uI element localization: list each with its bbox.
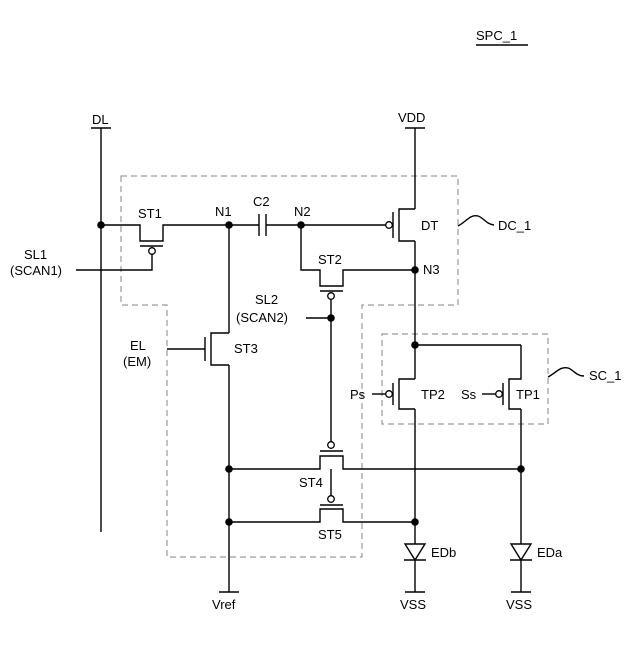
eda-label: EDa bbox=[537, 545, 563, 560]
st2-label: ST2 bbox=[318, 252, 342, 267]
c2-label: C2 bbox=[253, 194, 270, 209]
junction-st5-left bbox=[225, 518, 233, 526]
em-label: (EM) bbox=[123, 354, 151, 369]
edb-diode bbox=[405, 544, 425, 560]
junction-n2 bbox=[297, 221, 305, 229]
edb-label: EDb bbox=[431, 545, 456, 560]
tp1-label: TP1 bbox=[516, 387, 540, 402]
scan1-label: (SCAN1) bbox=[10, 263, 62, 278]
st2-gate-bubble bbox=[328, 293, 335, 300]
dc-1-label: DC_1 bbox=[498, 218, 531, 233]
st5-wire bbox=[229, 509, 415, 522]
st1-gate-bubble bbox=[149, 248, 156, 255]
dt-gate-bubble bbox=[386, 222, 393, 229]
junction-n3 bbox=[411, 266, 419, 274]
ps-label: Ps bbox=[350, 387, 366, 402]
dt-channel bbox=[399, 209, 415, 241]
scan2-label: (SCAN2) bbox=[236, 310, 288, 325]
dl-label: DL bbox=[92, 112, 109, 127]
junction-st4-left bbox=[225, 465, 233, 473]
tp2-gate-bubble bbox=[386, 391, 393, 398]
dc-1-boundary bbox=[121, 176, 458, 557]
eda-diode bbox=[511, 544, 531, 560]
sc-1-label: SC_1 bbox=[589, 368, 622, 383]
n2-label: N2 bbox=[294, 204, 311, 219]
el-label: EL bbox=[130, 338, 146, 353]
dc-1-leader bbox=[458, 216, 494, 226]
sl1-label: SL1 bbox=[24, 247, 47, 262]
tp1-gate-bubble bbox=[496, 391, 503, 398]
st5-label: ST5 bbox=[318, 527, 342, 542]
vss-b-label: VSS bbox=[400, 597, 426, 612]
vss-a-label: VSS bbox=[506, 597, 532, 612]
tp2-channel bbox=[399, 379, 415, 409]
st4-wire bbox=[229, 456, 521, 469]
tp2-label: TP2 bbox=[421, 387, 445, 402]
n3-label: N3 bbox=[423, 262, 440, 277]
st1-label: ST1 bbox=[138, 206, 162, 221]
st3-channel bbox=[211, 333, 229, 365]
dt-label: DT bbox=[421, 218, 438, 233]
st3-label: ST3 bbox=[234, 341, 258, 356]
st5-gate-bubble bbox=[328, 496, 335, 503]
n1-label: N1 bbox=[215, 204, 232, 219]
ss-label: Ss bbox=[461, 387, 477, 402]
sl2-label: SL2 bbox=[255, 292, 278, 307]
st1-wire bbox=[101, 225, 229, 241]
vdd-label: VDD bbox=[398, 110, 425, 125]
junction-st4-right bbox=[517, 465, 525, 473]
junction-sl2 bbox=[327, 314, 335, 322]
junction-dl bbox=[97, 221, 105, 229]
st4-gate-bubble bbox=[328, 442, 335, 449]
junction-st5-right bbox=[411, 518, 419, 526]
junction-n1 bbox=[225, 221, 233, 229]
sl1-wire bbox=[76, 254, 152, 270]
sc-1-leader bbox=[548, 368, 584, 377]
vref-label: Vref bbox=[212, 597, 236, 612]
junction-sc bbox=[411, 341, 419, 349]
spc-label: SPC_1 bbox=[476, 28, 517, 43]
st4-label: ST4 bbox=[299, 475, 323, 490]
